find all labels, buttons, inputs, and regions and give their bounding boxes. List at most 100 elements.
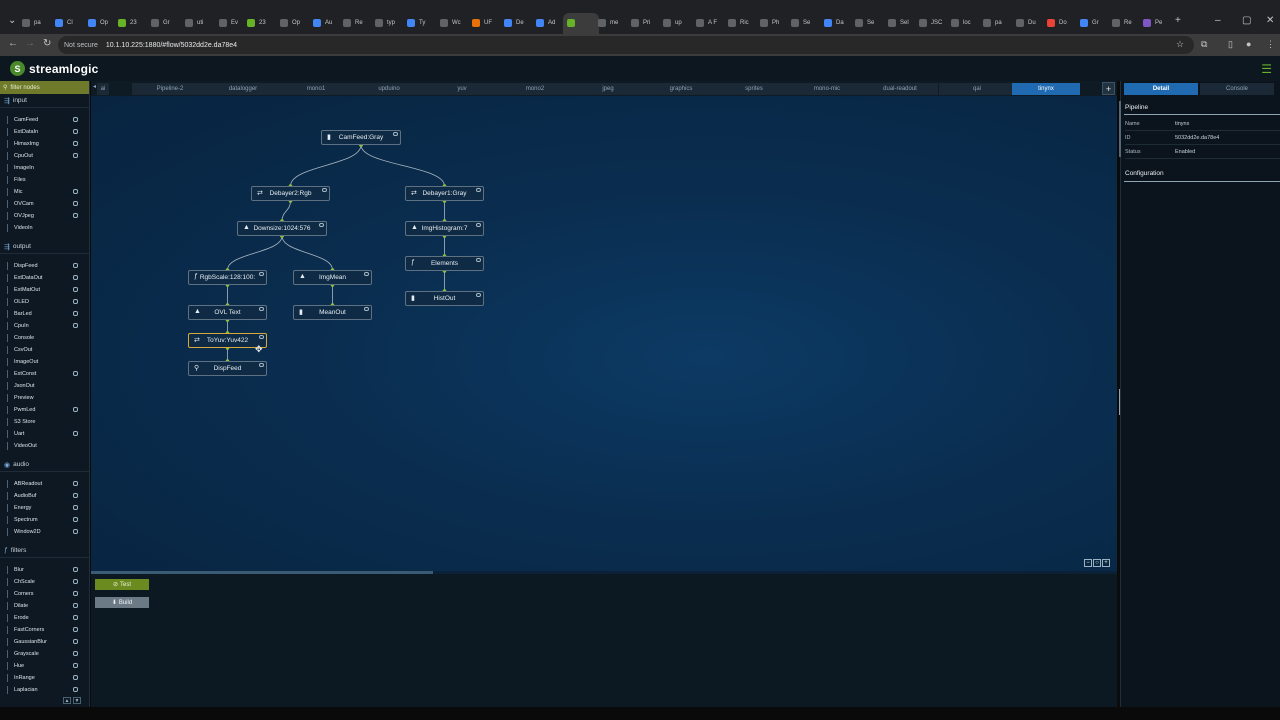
reload-icon[interactable]: ↻ (43, 38, 52, 49)
palette-node-videoout[interactable]: VideoOut (0, 440, 89, 452)
zoom-reset-icon[interactable]: ○ (1093, 559, 1101, 567)
palette-node-files[interactable]: Files (0, 174, 89, 186)
palette-node-jsonout[interactable]: JsonOut (0, 380, 89, 392)
flow-node-imgmean[interactable]: ▲ImgMean (293, 270, 372, 285)
palette-node-fastcorners[interactable]: FastCorners (0, 624, 89, 636)
node-toggle-icon[interactable] (476, 188, 481, 192)
zoom-in-icon[interactable]: + (1102, 559, 1110, 567)
browser-tab[interactable]: Op (88, 13, 108, 33)
browser-tab[interactable]: Da (824, 13, 844, 33)
node-toggle-icon[interactable] (259, 307, 264, 311)
zoom-out-icon[interactable]: − (1084, 559, 1092, 567)
build-button[interactable]: ⬇ Build (95, 597, 149, 608)
flow-node-debayer1[interactable]: ⇄Debayer1:Gray (405, 186, 484, 201)
profile-avatar[interactable]: ● (1246, 39, 1252, 49)
flow-node-ovltext[interactable]: ▲OVL Text (188, 305, 267, 320)
palette-node-hue[interactable]: Hue (0, 660, 89, 672)
scroll-tabs-left-icon[interactable]: ◂ (93, 84, 97, 90)
browser-tab[interactable]: Re (343, 13, 363, 33)
palette-node-abreadout[interactable]: ABReadout (0, 478, 89, 490)
palette-node-dilate[interactable]: Dilate (0, 600, 89, 612)
palette-node-grayscale[interactable]: Grayscale (0, 648, 89, 660)
flow-canvas[interactable]: ▮CamFeed:Gray⇄Debayer2:Rgb⇄Debayer1:Gray… (91, 96, 1117, 571)
palette-node-extdataout[interactable]: ExtDataOut (0, 272, 89, 284)
test-button[interactable]: ⊘ Test (95, 579, 149, 590)
browser-tab[interactable]: Gr (1080, 13, 1099, 33)
node-toggle-icon[interactable] (476, 223, 481, 227)
node-toggle-icon[interactable] (259, 335, 264, 339)
palette-node-ovjpeg[interactable]: OVJpeg (0, 210, 89, 222)
palette-node-imageout[interactable]: ImageOut (0, 356, 89, 368)
wire-camfeed-debayer1[interactable] (360, 144, 445, 187)
filter-placeholder[interactable]: filter nodes (10, 84, 40, 91)
palette-node-inrange[interactable]: InRange (0, 672, 89, 684)
browser-tab[interactable]: Op (280, 13, 300, 33)
workspace-tab-sprites[interactable]: sprites (716, 83, 792, 95)
browser-tab[interactable]: up (663, 13, 682, 33)
canvas-horizontal-scrollbar[interactable] (91, 571, 1117, 574)
browser-tab[interactable]: loc (951, 13, 971, 33)
palette-category-input[interactable]: ⇶input (0, 94, 89, 108)
palette-node-console[interactable]: Console (0, 332, 89, 344)
browser-tab[interactable]: Wc (440, 13, 461, 33)
browser-tab[interactable] (567, 13, 579, 33)
node-toggle-icon[interactable] (364, 307, 369, 311)
not-secure-label[interactable]: Not secure (64, 41, 98, 49)
palette-node-extdatain[interactable]: ExtDataIn (0, 126, 89, 138)
node-toggle-icon[interactable] (476, 258, 481, 262)
node-toggle-icon[interactable] (393, 132, 398, 136)
tab-console[interactable]: Console (1200, 83, 1274, 95)
browser-tab[interactable]: Ph (760, 13, 779, 33)
collapse-up-icon[interactable]: ▲ (63, 697, 71, 704)
active-browser-tab[interactable] (563, 13, 599, 34)
palette-node-csvout[interactable]: CsvOut (0, 344, 89, 356)
palette-node-cpuout[interactable]: CpuOut (0, 150, 89, 162)
add-flow-button[interactable]: + (1102, 82, 1115, 95)
browser-tab[interactable]: Du (1016, 13, 1036, 33)
forward-icon[interactable]: → (25, 38, 35, 49)
sidebar-scrollbar[interactable] (1119, 101, 1121, 157)
browser-tab[interactable]: Ty (407, 13, 425, 33)
palette-node-blur[interactable]: Blur (0, 564, 89, 576)
new-tab-icon[interactable]: + (1175, 15, 1181, 26)
palette-node-pwmled[interactable]: PwmLed (0, 404, 89, 416)
side-panel-icon[interactable]: ▯ (1228, 39, 1233, 49)
palette-node-chscale[interactable]: ChScale (0, 576, 89, 588)
workspace-tab-qai[interactable]: qai (939, 83, 1015, 95)
close-window-icon[interactable]: ✕ (1266, 15, 1275, 26)
node-toggle-icon[interactable] (322, 188, 327, 192)
browser-tab[interactable]: Ric (728, 13, 749, 33)
workspace-tab-tinynx[interactable]: tinynx (1012, 83, 1080, 95)
palette-node-himaximg[interactable]: HimaxImg (0, 138, 89, 150)
flow-node-meanout[interactable]: ▮MeanOut (293, 305, 372, 320)
workspace-tab-yuv[interactable]: yuv (424, 83, 500, 95)
browser-tab[interactable]: typ (375, 13, 395, 33)
node-toggle-icon[interactable] (259, 363, 264, 367)
workspace-tab-graphics[interactable]: graphics (643, 83, 719, 95)
workspace-tab-mono2[interactable]: mono2 (497, 83, 573, 95)
palette-node-videoin[interactable]: VideoIn (0, 222, 89, 234)
browser-tab[interactable]: Re (1112, 13, 1132, 33)
browser-tab[interactable]: De (504, 13, 524, 33)
flow-node-histout[interactable]: ▮HistOut (405, 291, 484, 306)
workspace-tab-datalogger[interactable]: datalogger (205, 83, 281, 95)
workspace-tab-Pipeline-2[interactable]: Pipeline-2 (132, 83, 208, 95)
node-toggle-icon[interactable] (476, 293, 481, 297)
flow-node-imghist[interactable]: ▲ImgHistogram:7 (405, 221, 484, 236)
browser-tab[interactable]: Ad (536, 13, 555, 33)
browser-tab[interactable]: Sel (888, 13, 909, 33)
browser-tab[interactable]: Se (791, 13, 810, 33)
palette-node-barled[interactable]: BarLed (0, 308, 89, 320)
node-toggle-icon[interactable] (364, 272, 369, 276)
flow-node-debayer2[interactable]: ⇄Debayer2:Rgb (251, 186, 330, 201)
palette-node-corners[interactable]: Corners (0, 588, 89, 600)
browser-tab[interactable]: 23 (118, 13, 137, 33)
node-toggle-icon[interactable] (319, 223, 324, 227)
browser-menu-icon[interactable]: ⋮ (1266, 39, 1275, 49)
browser-tab[interactable]: JSC (919, 13, 942, 33)
browser-tab[interactable]: Gr (151, 13, 170, 33)
scrollbar-thumb[interactable] (91, 571, 433, 574)
workspace-tab-jpeg[interactable]: jpeg (570, 83, 646, 95)
